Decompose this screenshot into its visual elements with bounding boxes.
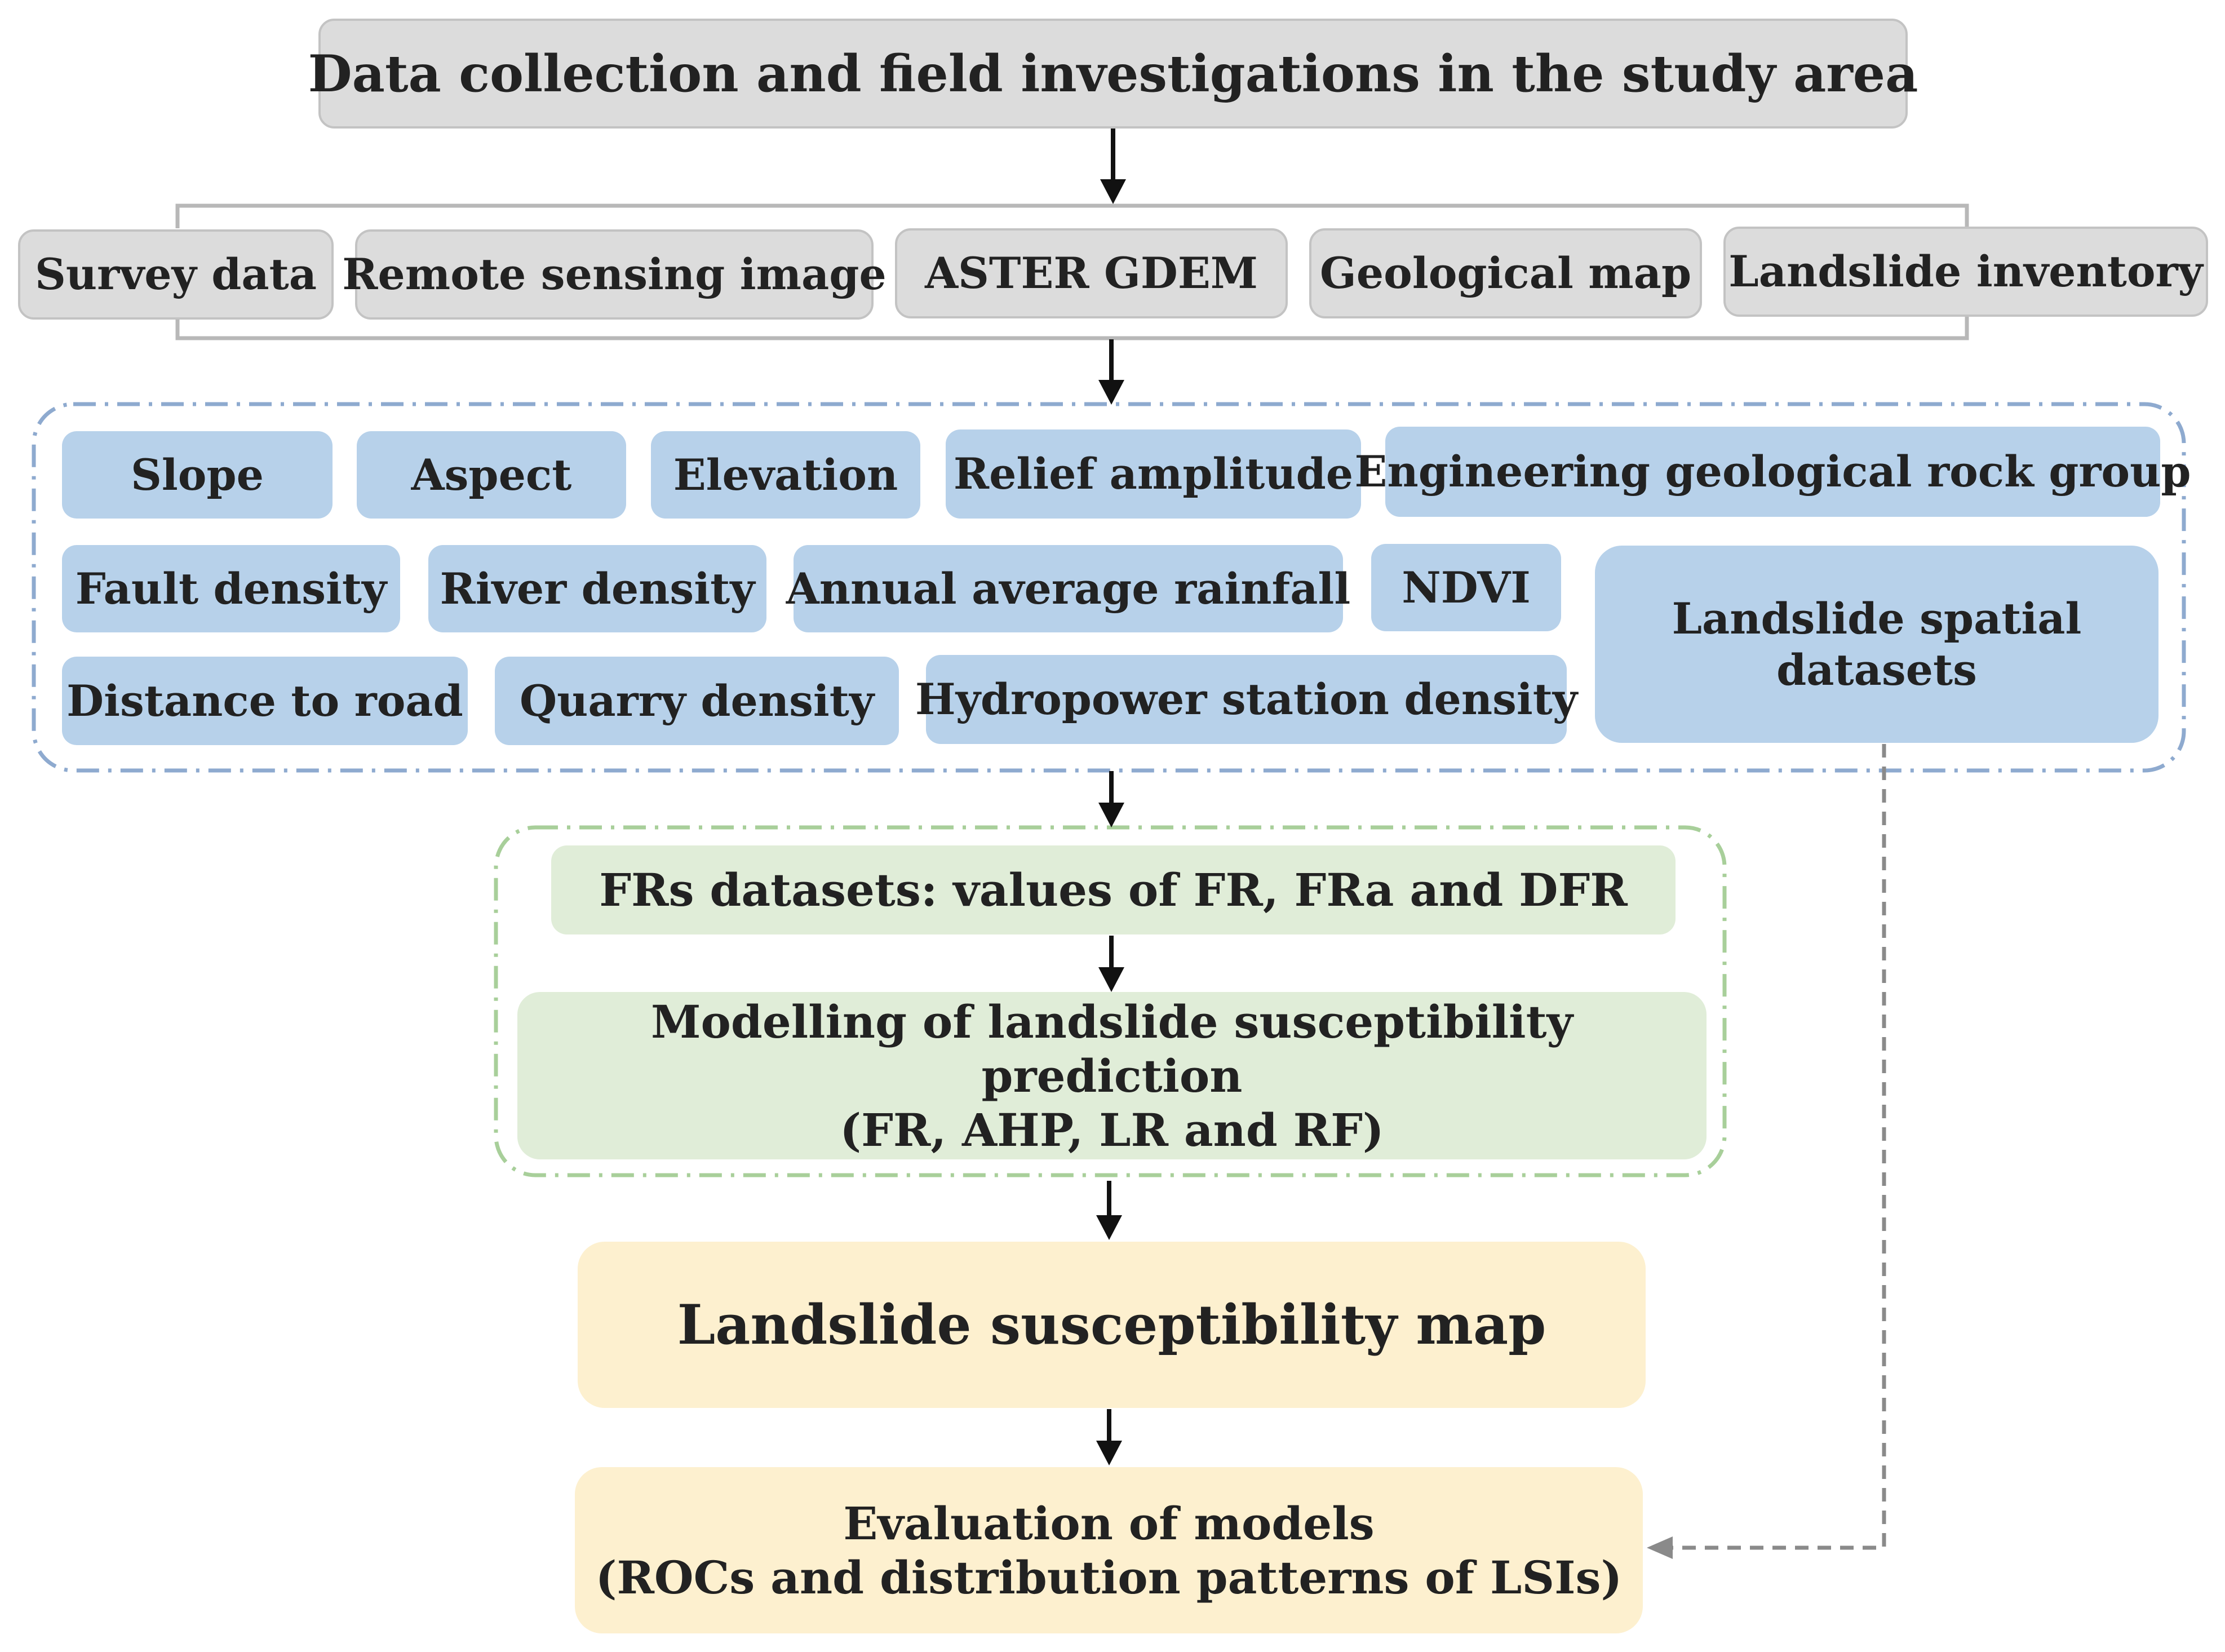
arrowhead-modelling-to-map	[1096, 1215, 1122, 1240]
source-label: ASTER GDEM	[925, 248, 1258, 299]
factor-slope: Slope	[62, 431, 333, 519]
title-box: Data collection and field investigations…	[308, 19, 1918, 129]
factor-hydropower-station-density: Hydropower station density	[915, 655, 1577, 744]
factor-aspect: Aspect	[357, 431, 626, 519]
source-geological-map: Geological map	[1309, 228, 1702, 318]
factor-distance-to-road: Distance to road	[62, 657, 468, 745]
title-text: Data collection and field investigations…	[308, 43, 1918, 104]
factor-label: Aspect	[411, 449, 572, 500]
factor-annual-average-rainfall: Annual average rainfall	[786, 545, 1350, 632]
model-group-frame	[494, 825, 1727, 1177]
spatial-line-1: Landslide spatial	[1672, 593, 2082, 644]
source-bracket-bottom	[175, 316, 1969, 340]
modelling-line-1: Modelling of landslide susceptibility pr…	[650, 995, 1573, 1102]
source-label: Survey data	[34, 249, 317, 300]
factor-label: NDVI	[1402, 562, 1531, 613]
frs-datasets-text: FRs datasets: values of FR, FRa and DFR	[599, 863, 1628, 916]
evaluation-line-1: Evaluation of models	[843, 1496, 1375, 1550]
factor-quarry-density: Quarry density	[495, 657, 899, 745]
modelling-line-2: (FR, AHP, LR and RF)	[840, 1103, 1384, 1157]
evaluation-line-2: (ROCs and distribution patterns of LSIs)	[595, 1551, 1623, 1604]
frs-datasets-box: FRs datasets: values of FR, FRa and DFR	[551, 845, 1676, 934]
factor-label: Elevation	[673, 449, 898, 500]
source-label: Geological map	[1319, 248, 1692, 299]
arrowhead-map-to-evaluation	[1096, 1441, 1122, 1465]
arrowhead-factors-to-frs	[1098, 803, 1124, 827]
arrowhead-frs-to-modelling	[1098, 967, 1124, 992]
landslide-spatial-datasets: Landslide spatial datasets	[1595, 546, 2158, 743]
modelling-box: Modelling of landslide susceptibility pr…	[517, 992, 1707, 1159]
factor-river-density: River density	[428, 545, 766, 632]
source-remote-sensing-image: Remote sensing image	[342, 229, 887, 320]
susceptibility-map-text: Landslide susceptibility map	[677, 1292, 1546, 1357]
factor-label: Slope	[131, 449, 264, 500]
factor-label: Annual average rainfall	[786, 563, 1351, 614]
evaluation-box: Evaluation of models (ROCs and distribut…	[575, 1467, 1643, 1633]
factor-relief-amplitude: Relief amplitude	[946, 429, 1361, 519]
factor-label: Quarry density	[519, 675, 875, 726]
source-bracket-top	[175, 203, 1969, 228]
source-aster-gdem: ASTER GDEM	[895, 228, 1288, 318]
factor-elevation: Elevation	[651, 431, 920, 519]
source-landslide-inventory: Landslide inventory	[1723, 227, 2208, 317]
factor-label: Engineering geological rock group	[1354, 446, 2191, 497]
factor-label: Relief amplitude	[953, 449, 1354, 499]
source-label: Landslide inventory	[1728, 246, 2203, 297]
factor-fault-density: Fault density	[62, 545, 400, 632]
arrowhead-sources-to-factors	[1098, 380, 1124, 405]
source-label: Remote sensing image	[342, 249, 887, 300]
factor-group-frame	[32, 402, 2186, 773]
factor-ndvi: NDVI	[1371, 544, 1561, 631]
arrowhead-spatial-to-evaluation	[1647, 1536, 1673, 1559]
factor-label: Hydropower station density	[915, 674, 1578, 725]
susceptibility-map-box: Landslide susceptibility map	[578, 1242, 1646, 1408]
arrowhead-title-to-sources	[1100, 179, 1126, 204]
spatial-line-2: datasets	[1776, 645, 1977, 695]
factor-engineering-geological-rock-group: Engineering geological rock group	[1355, 427, 2191, 517]
factor-label: Fault density	[75, 563, 387, 614]
source-survey-data: Survey data	[18, 229, 334, 320]
factor-label: Distance to road	[67, 675, 463, 726]
factor-label: River density	[440, 563, 755, 614]
